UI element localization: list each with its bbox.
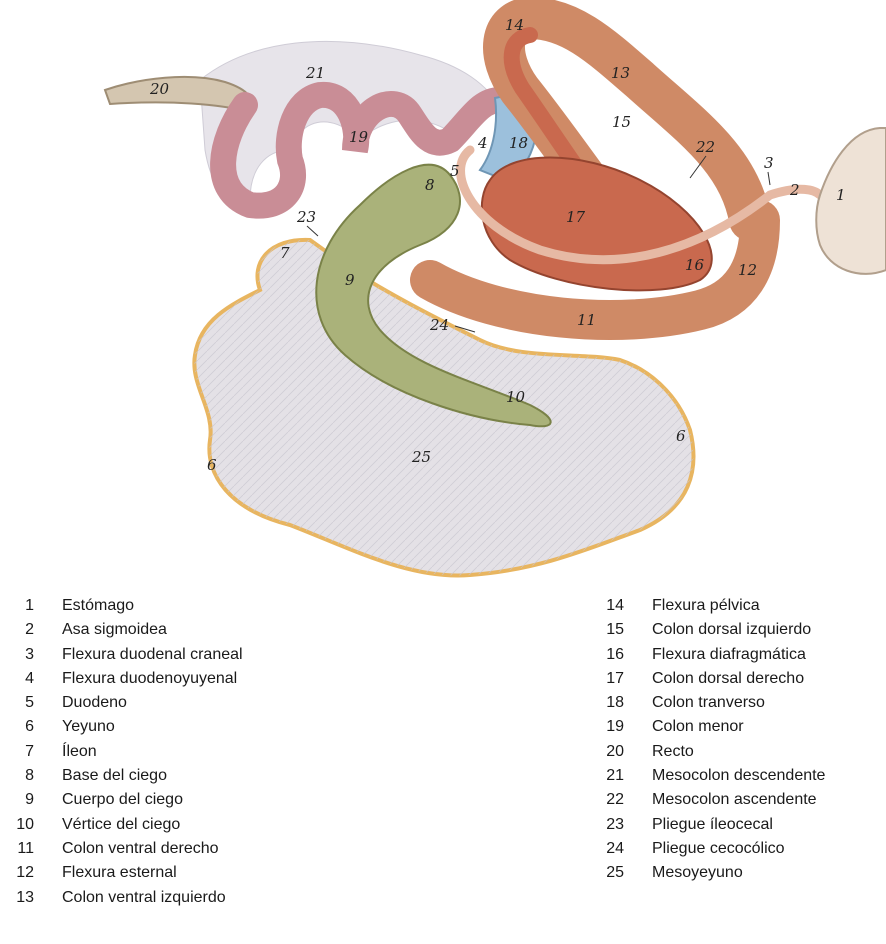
label-24: 24: [429, 316, 449, 334]
legend-number: 4: [16, 667, 34, 691]
anatomy-illustration: 1 2 3 4 5 6 6 7 8 9 10 11 12 13 14 15 16…: [0, 0, 886, 590]
stomach: [816, 128, 886, 274]
legend-number: 6: [16, 715, 34, 739]
label-4: 4: [477, 134, 488, 152]
legend-label: Base del ciego: [62, 764, 167, 788]
label-2: 2: [789, 181, 800, 199]
label-23: 23: [296, 208, 316, 226]
label-13: 13: [611, 64, 630, 82]
legend-label: Colon ventral derecho: [62, 837, 219, 861]
legend-number: 22: [606, 788, 624, 812]
legend-number: 7: [16, 740, 34, 764]
label-14: 14: [505, 16, 524, 34]
legend-number: 1: [16, 594, 34, 618]
legend-number: 17: [606, 667, 624, 691]
label-6b: 6: [676, 427, 686, 445]
legend-label: Recto: [652, 740, 694, 764]
label-22: 22: [695, 138, 715, 156]
label-1: 1: [836, 186, 846, 204]
legend-label: Flexura esternal: [62, 861, 177, 885]
label-17: 17: [566, 208, 586, 226]
label-25: 25: [411, 448, 431, 466]
label-3: 3: [764, 154, 774, 172]
legend-label: Flexura duodenoyuyenal: [62, 667, 237, 691]
legend-label: Mesocolon descendente: [652, 764, 825, 788]
legend-label: Pliegue íleocecal: [652, 813, 773, 837]
legend-number: 3: [16, 643, 34, 667]
legend-label: Duodeno: [62, 691, 127, 715]
label-6a: 6: [207, 456, 217, 474]
legend-label: Asa sigmoidea: [62, 618, 167, 642]
legend-number: 12: [16, 861, 34, 885]
legend-number: 13: [16, 886, 34, 910]
legend-number: 9: [16, 788, 34, 812]
legend-label: Vértice del ciego: [62, 813, 180, 837]
legend-label: Mesoyeyuno: [652, 861, 743, 885]
legend-label: Colon dorsal derecho: [652, 667, 804, 691]
legend-number: 2: [16, 618, 34, 642]
legend-label: Colon menor: [652, 715, 744, 739]
right-dorsal-colon: [482, 158, 712, 291]
legend-number: 10: [16, 813, 34, 837]
label-8: 8: [425, 176, 435, 194]
label-18: 18: [509, 134, 528, 152]
legend-number: 20: [606, 740, 624, 764]
legend-number: 21: [606, 764, 624, 788]
legend-label: Flexura pélvica: [652, 594, 760, 618]
legend-label: Colon ventral izquierdo: [62, 886, 226, 910]
label-21: 21: [305, 64, 325, 82]
legend-number: 15: [606, 618, 624, 642]
legend-number: 18: [606, 691, 624, 715]
label-16: 16: [685, 256, 705, 274]
legend-label: Estómago: [62, 594, 134, 618]
label-15: 15: [612, 113, 631, 131]
legend-number: 25: [606, 861, 624, 885]
label-20: 20: [149, 80, 170, 98]
label-7: 7: [280, 244, 290, 262]
legend-label: Yeyuno: [62, 715, 115, 739]
legend-number: 16: [606, 643, 624, 667]
legend-number: 5: [16, 691, 34, 715]
legend-label: Pliegue cecocólico: [652, 837, 785, 861]
label-19: 19: [349, 128, 369, 146]
label-5: 5: [450, 162, 460, 180]
legend-label: Colon dorsal izquierdo: [652, 618, 811, 642]
legend-label: Flexura diafragmática: [652, 643, 806, 667]
legend-number: 23: [606, 813, 624, 837]
legend-label: Cuerpo del ciego: [62, 788, 183, 812]
legend-number: 8: [16, 764, 34, 788]
legend-label: Íleon: [62, 740, 97, 764]
label-10: 10: [506, 388, 526, 406]
legend-number: 24: [606, 837, 624, 861]
label-11: 11: [577, 311, 596, 329]
label-9: 9: [345, 271, 355, 289]
legend-label: Flexura duodenal craneal: [62, 643, 243, 667]
legend-number: 14: [606, 594, 624, 618]
legend-label: Colon tranverso: [652, 691, 765, 715]
legend-number: 19: [606, 715, 624, 739]
label-12: 12: [738, 261, 757, 279]
legend-number: 11: [16, 837, 34, 861]
legend-label: Mesocolon ascendente: [652, 788, 817, 812]
